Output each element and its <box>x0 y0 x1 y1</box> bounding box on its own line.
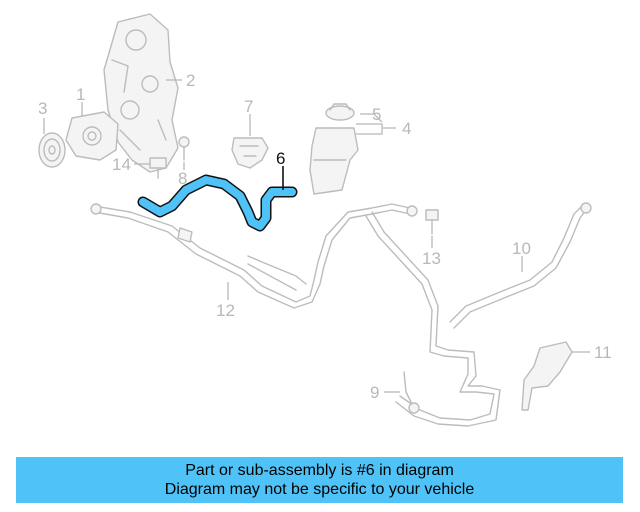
callout-4: 4 <box>402 119 411 138</box>
callout-11: 11 <box>594 343 612 362</box>
callout-13: 13 <box>422 249 441 268</box>
callout-3: 3 <box>38 99 47 118</box>
callout-12: 12 <box>216 301 235 320</box>
reservoir-cap-5 <box>325 103 355 121</box>
parts-diagram: 1 2 3 4 5 6 7 8 9 10 11 12 13 14 <box>38 13 612 427</box>
bolt-14 <box>149 157 167 179</box>
callout-14: 14 <box>112 155 131 174</box>
highlighted-hose-6[interactable] <box>137 174 298 232</box>
bolt-13 <box>425 209 439 235</box>
pump-pulley <box>38 132 66 168</box>
info-banner: Part or sub-assembly is #6 in diagram Di… <box>16 457 623 503</box>
engine-front-cover <box>103 13 179 173</box>
callout-6: 6 <box>276 149 285 168</box>
banner-line-part: Part or sub-assembly is #6 in diagram <box>185 462 454 479</box>
callout-10: 10 <box>512 239 531 258</box>
hose-10 <box>449 202 592 329</box>
callout-5: 5 <box>372 105 381 124</box>
callout-7: 7 <box>244 97 253 116</box>
callout-9: 9 <box>370 383 379 402</box>
clamp-9 <box>403 371 420 414</box>
callout-8: 8 <box>178 169 187 188</box>
power-steering-pump <box>65 111 119 161</box>
callout-1: 1 <box>76 85 85 104</box>
return-line-cooler <box>365 211 501 427</box>
pressure-hose-12 <box>90 203 418 309</box>
bracket-7 <box>231 137 269 169</box>
bracket-11 <box>521 341 573 411</box>
fitting-8 <box>178 136 190 161</box>
leader-lines <box>43 79 590 393</box>
banner-line-disclaimer: Diagram may not be specific to your vehi… <box>164 481 475 498</box>
reservoir-4 <box>309 127 359 195</box>
callout-2: 2 <box>186 71 195 90</box>
highlight-fill <box>139 176 296 230</box>
